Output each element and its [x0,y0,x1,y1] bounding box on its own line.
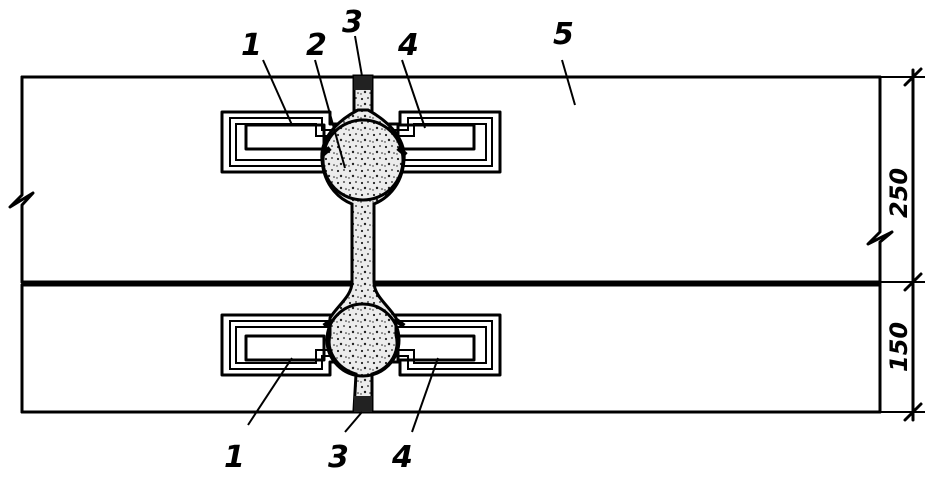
upper-joint-node [321,118,405,202]
dimension-line [866,67,925,422]
dimension-250: 250 [885,168,913,218]
lower-bar-4 [396,334,476,362]
label-top-4: 4 [397,28,419,63]
label-bottom-4: 4 [391,440,413,475]
grout-channel [320,74,408,412]
lower-panel [20,283,882,414]
label-bottom-3: 3 [328,440,349,475]
lower-bar-1 [244,334,326,362]
label-top-1: 1 [241,28,262,63]
label-top-2: 2 [306,28,327,63]
dimension-150: 150 [885,322,913,372]
upper-bar-1 [244,123,326,151]
label-bottom-1: 1 [224,440,245,475]
lower-joint-node [325,302,401,378]
leader-lines [247,35,576,433]
upper-panel [8,75,882,284]
label-top-5: 5 [553,17,574,52]
label-top-3: 3 [342,5,363,40]
